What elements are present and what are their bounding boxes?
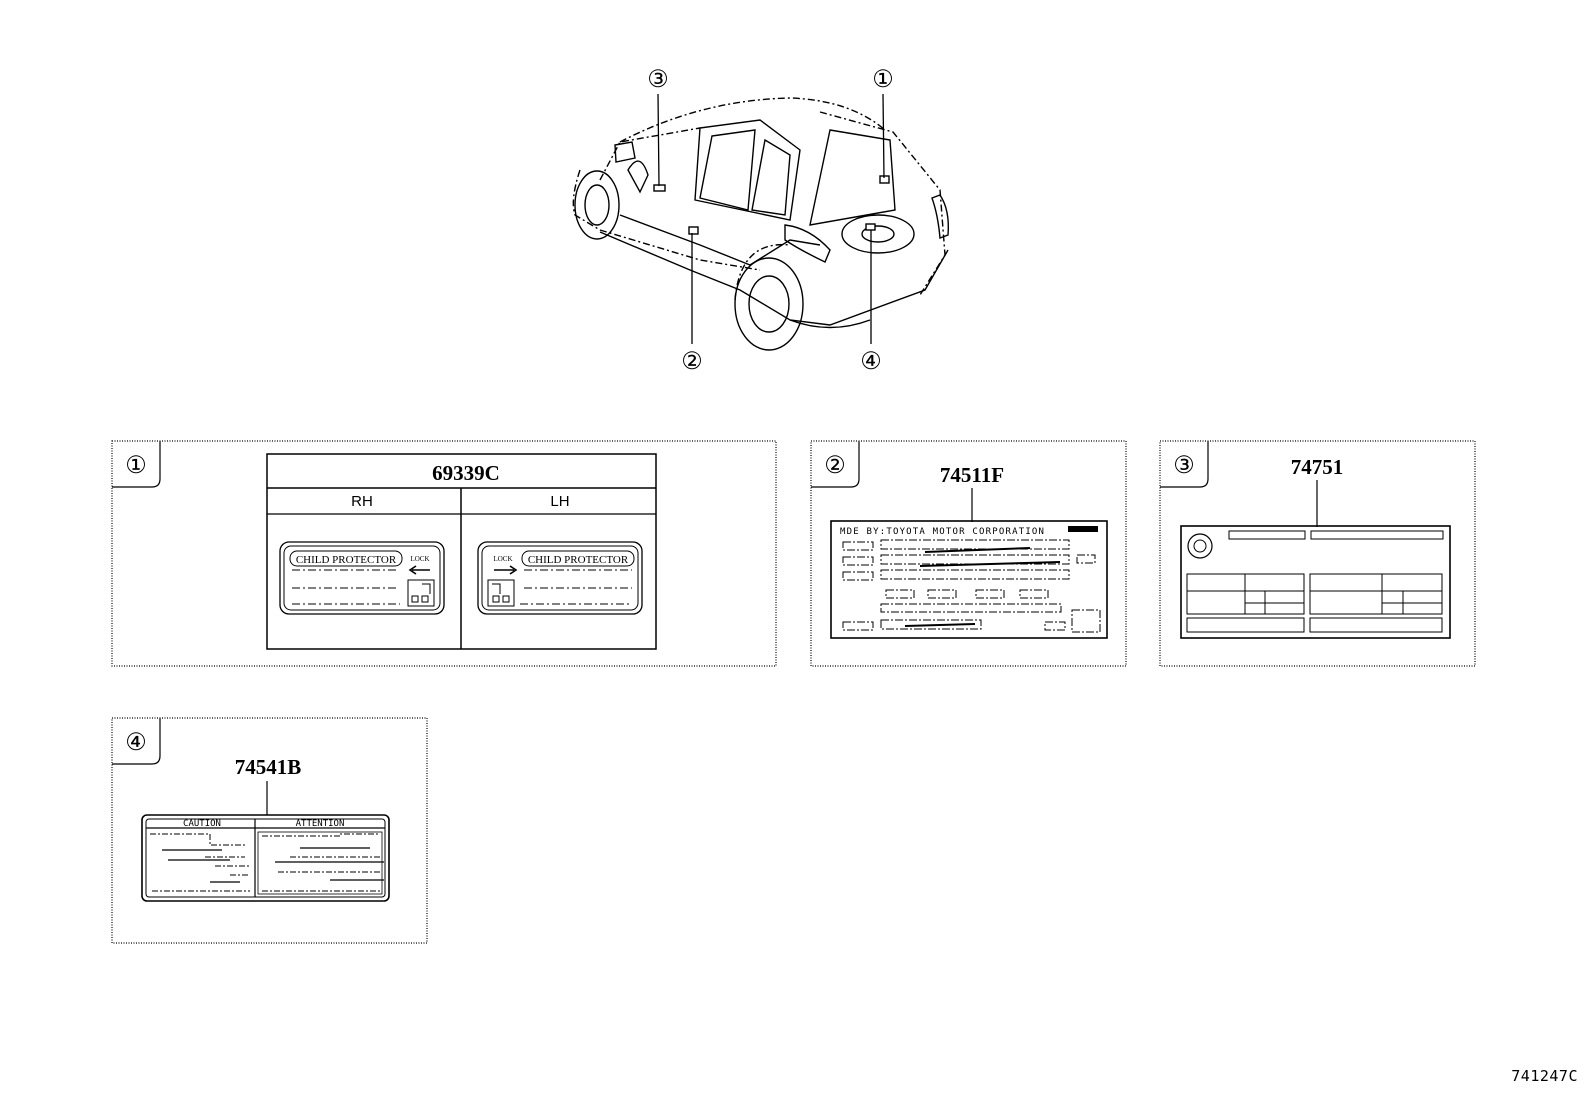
lock-text-lh: LOCK [493, 555, 512, 563]
panel-1: ① 69339C RH LH CHILD PROTECTOR LOCK [111, 440, 777, 667]
child-protector-title-rh: CHILD PROTECTOR [296, 554, 397, 566]
column-rh: RH [351, 493, 373, 510]
attention-heading: ATTENTION [296, 819, 345, 829]
panel-2-index: ② [824, 451, 846, 479]
tire-icon [1187, 533, 1213, 559]
caution-label: CAUTION ATTENTION [141, 814, 390, 902]
panel-3-index: ③ [1173, 451, 1195, 479]
part-number-74541b: 74541B [235, 755, 302, 779]
panel-1-index: ① [125, 451, 147, 479]
panel-4: ④ 74541B CAUTION ATTENTION [111, 717, 428, 944]
part-number-74751: 74751 [1291, 455, 1344, 479]
callout-3: ③ [647, 65, 669, 93]
callout-leaders [657, 93, 885, 344]
lock-text-rh: LOCK [410, 555, 429, 563]
part-number-74511f: 74511F [940, 463, 1004, 487]
maker-line: MDE BY:TOYOTA MOTOR CORPORATION [840, 527, 1045, 537]
panel-2: ② 74511F MDE BY:TOYOTA MOTOR CORPORATION [810, 440, 1127, 667]
callout-4: ④ [860, 347, 882, 375]
tire-pressure-label [1180, 525, 1451, 639]
child-protector-label-lh: CHILD PROTECTOR LOCK [477, 541, 643, 615]
callout-2: ② [681, 347, 703, 375]
column-lh: LH [550, 493, 569, 510]
caution-heading: CAUTION [183, 819, 221, 829]
child-protector-label-rh: CHILD PROTECTOR LOCK [279, 541, 445, 615]
callout-1: ① [872, 65, 894, 93]
part-number-69339c: 69339C [432, 461, 500, 485]
car-illustration [572, 97, 950, 351]
panel-4-index: ④ [125, 728, 147, 756]
child-protector-title-lh: CHILD PROTECTOR [528, 554, 629, 566]
panel-3: ③ 74751 [1159, 440, 1476, 667]
document-id: 741247C [1511, 1067, 1578, 1085]
vehicle-id-label: MDE BY:TOYOTA MOTOR CORPORATION [830, 520, 1108, 639]
